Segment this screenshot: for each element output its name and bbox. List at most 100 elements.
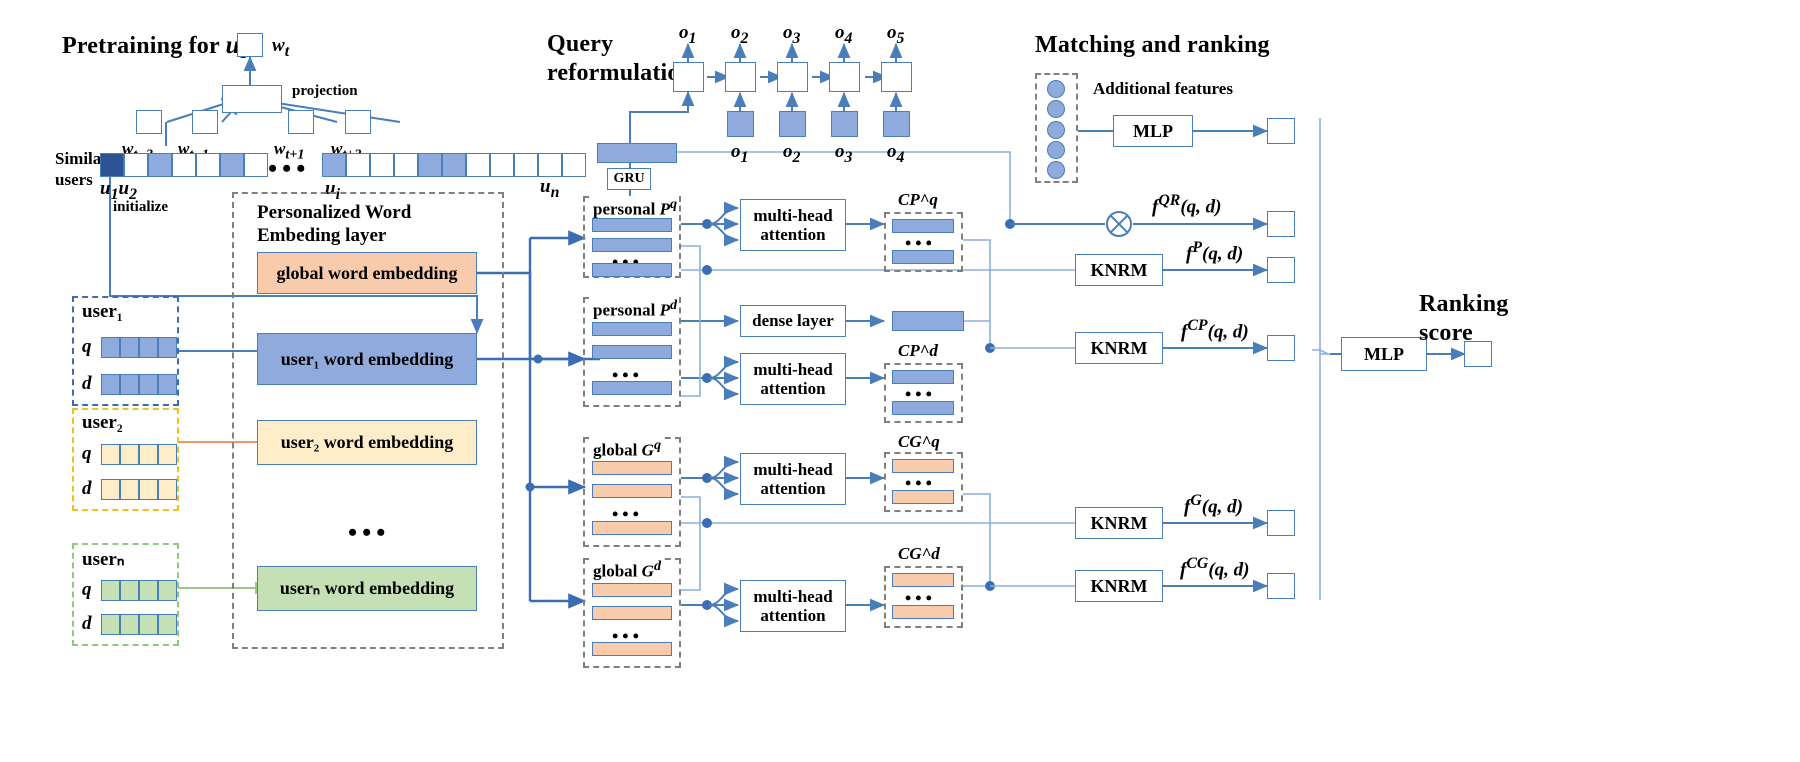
vector-cell (158, 444, 177, 465)
additional-features-label: Additional features (1093, 79, 1233, 98)
rnn-input-o1 (727, 111, 754, 137)
cgd-group (884, 566, 963, 628)
embedding-layer-ellipsis: ••• (348, 518, 391, 547)
user-cell (490, 153, 514, 177)
user2-word-embedding-label: user₂ word embedding (280, 432, 454, 452)
gd-bar (592, 583, 672, 597)
query-title-line2: reformulation (547, 59, 694, 86)
cgd-bar (892, 605, 954, 619)
user-cell-u1 (100, 153, 124, 177)
personalized-word-embedding-panel (232, 192, 504, 649)
input-o4-label: o4 (887, 141, 905, 166)
user-cell (244, 153, 268, 177)
user-cell (124, 153, 148, 177)
user2-q-label: q (82, 443, 92, 464)
pwe-title: Personalized Word Embeding layer (257, 201, 411, 247)
mha2-line2: attention (760, 379, 826, 398)
gq-ellipsis: ••• (612, 504, 643, 524)
vector-cell (120, 337, 139, 358)
output-o4-top: o4 (835, 22, 853, 47)
pretraining-section-title: Pretraining for u₁ (62, 32, 249, 60)
gru-box: GRU (607, 168, 651, 190)
gru-label: GRU (613, 171, 645, 186)
cpq-label: CP^q (898, 190, 938, 209)
vector-cell (158, 479, 177, 500)
vector-cell (120, 580, 139, 601)
ranking-line1: Ranking (1419, 291, 1509, 317)
tick-u1: u1u2 (100, 178, 137, 203)
rnn-cell-2 (725, 62, 756, 92)
cpd-bar (892, 401, 954, 415)
score-box-features (1267, 118, 1295, 144)
gq-bar (592, 521, 672, 535)
input-o1-label: o1 (731, 141, 749, 166)
ranking-score-title: Ranking score (1419, 290, 1508, 348)
feature-dot (1047, 100, 1065, 118)
knrm-p: KNRM (1075, 254, 1163, 286)
cpd-group (884, 363, 963, 423)
global-gd-label: global Gd (591, 558, 664, 582)
user1-d-vector (101, 374, 177, 395)
usern-word-embedding-box: userₙ word embedding (257, 566, 477, 611)
context-box-wt+1 (288, 110, 314, 134)
input-o2-label: o2 (783, 141, 801, 166)
user1-q-label: q (82, 336, 92, 357)
similar-users-vector-right (322, 153, 586, 177)
query-title-line1: Query (547, 31, 614, 57)
user2-name: user₂ (82, 412, 123, 433)
vector-cell (101, 479, 120, 500)
cpq-bar (892, 250, 954, 264)
additional-features-group (1035, 73, 1078, 183)
score-box-qr (1267, 211, 1295, 237)
user2-word-embedding-box: user₂ word embedding (257, 420, 477, 465)
user-cell (220, 153, 244, 177)
feature-dot (1047, 141, 1065, 159)
cgd-bar (892, 573, 954, 587)
dense-output-bar (892, 311, 964, 331)
pretraining-title-text: Pretraining for (62, 33, 220, 59)
cpd-bar (892, 370, 954, 384)
tensor-product-icon (1105, 210, 1133, 238)
global-word-embedding-box: global word embedding (257, 252, 477, 294)
gq-bar (592, 461, 672, 475)
rnn-cell-3 (777, 62, 808, 92)
similar-users-vector-left (100, 153, 268, 177)
vector-cell (139, 580, 158, 601)
vector-cell (101, 580, 120, 601)
user2-d-label: d (82, 478, 92, 499)
output-o1-top: o1 (679, 22, 697, 47)
mha2-line1: multi-head (753, 359, 833, 379)
vector-cell (158, 580, 177, 601)
knrm-cp: KNRM (1075, 332, 1163, 364)
cgq-bar (892, 490, 954, 504)
user1-q-vector (101, 337, 177, 358)
vector-cell (120, 479, 139, 500)
rnn-input-o4 (883, 111, 910, 137)
similar-users-line1: Similar (55, 149, 109, 168)
vector-cell (139, 337, 158, 358)
vector-cell (158, 374, 177, 395)
context-box-wt+2 (345, 110, 371, 134)
usern-q-vector (101, 580, 177, 601)
vector-cell (158, 614, 177, 635)
gru-state-bar (597, 143, 677, 163)
cpq-bar (892, 219, 954, 233)
score-box-p (1267, 257, 1295, 283)
multi-head-attention-3: multi-head attention (740, 453, 846, 505)
pd-ellipsis: ••• (612, 365, 643, 385)
mha4-line2: attention (760, 606, 826, 625)
vector-cell (139, 374, 158, 395)
tick-ui: ui (325, 178, 340, 203)
initialize-label: initialize (113, 199, 168, 215)
mha1-line1: multi-head (753, 205, 833, 225)
mha3-line2: attention (760, 479, 826, 498)
user-cell-un (562, 153, 586, 177)
output-o3-top: o3 (783, 22, 801, 47)
projection-box (222, 85, 282, 113)
similar-users-label: Similar users (55, 148, 109, 191)
score-label-p: fP(q, d) (1186, 239, 1244, 265)
user-cell (148, 153, 172, 177)
pd-bar (592, 322, 672, 336)
user2-input-panel (72, 408, 179, 511)
